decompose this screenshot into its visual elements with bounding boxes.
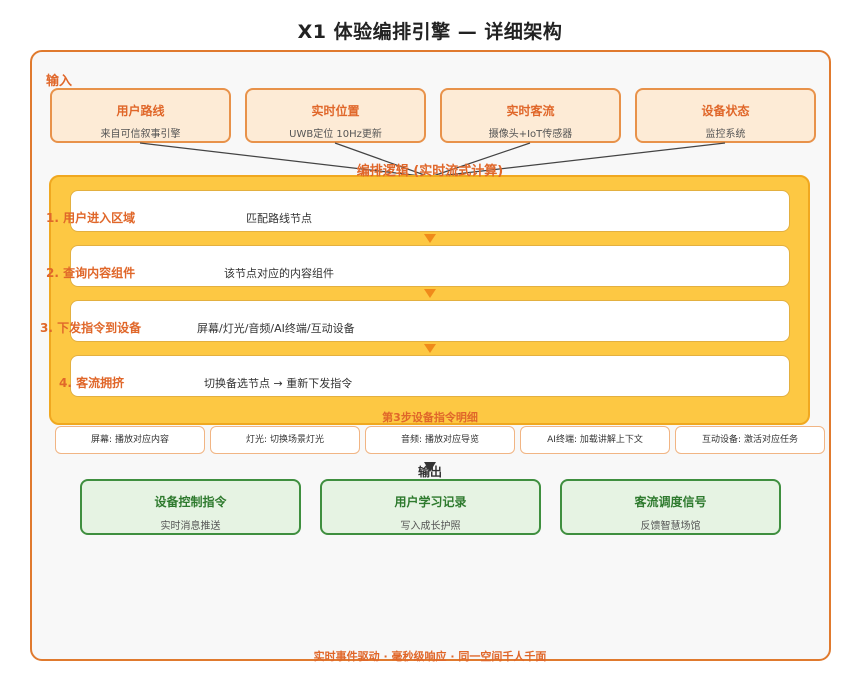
device-detail-interactive: 互动设备: 激活对应任务 xyxy=(675,426,825,454)
input-realtime-location: 实时位置 UWB定位 10Hz更新 xyxy=(245,88,426,143)
output-section-label: 输出 xyxy=(417,465,442,479)
step-description: 该节点对应的内容组件 xyxy=(224,267,334,280)
output-subtitle: 反馈智慧场馆 xyxy=(640,521,701,532)
input-title: 设备状态 xyxy=(701,104,750,118)
output-traffic-signal: 客流调度信号 反馈智慧场馆 xyxy=(560,479,781,535)
orchestration-title: 编排逻辑 (实时流式计算) xyxy=(356,164,504,179)
input-user-route: 用户路线 来自可信叙事引擎 xyxy=(50,88,231,143)
step-label: 4. 客流拥挤 xyxy=(59,376,125,390)
input-subtitle: 来自可信叙事引擎 xyxy=(100,129,181,140)
input-section-label: 输入 xyxy=(46,74,73,89)
output-title: 客流调度信号 xyxy=(634,495,707,509)
output-subtitle: 写入成长护照 xyxy=(400,521,461,532)
step-2-box xyxy=(70,245,790,287)
page-title: X1 体验编排引擎 — 详细架构 xyxy=(297,21,563,43)
output-arrow-icon xyxy=(424,462,436,472)
output-device-control: 设备控制指令 实时消息推送 xyxy=(80,479,301,535)
step-arrow-icon xyxy=(424,289,436,298)
input-title: 实时位置 xyxy=(311,104,360,118)
input-title: 实时客流 xyxy=(506,104,555,118)
input-subtitle: UWB定位 10Hz更新 xyxy=(289,129,382,140)
output-title: 用户学习记录 xyxy=(394,495,467,509)
step-description: 屏幕/灯光/音频/AI终端/互动设备 xyxy=(197,322,355,335)
step-label: 2. 查询内容组件 xyxy=(46,266,136,280)
device-detail-caption: 第3步设备指令明细 xyxy=(382,411,478,424)
device-detail-screen: 屏幕: 播放对应内容 xyxy=(55,426,205,454)
step-label: 3. 下发指令到设备 xyxy=(40,321,142,335)
input-realtime-traffic: 实时客流 摄像头+IoT传感器 xyxy=(440,88,621,143)
step-label: 1. 用户进入区域 xyxy=(46,211,136,225)
device-detail-lighting: 灯光: 切换场景灯光 xyxy=(210,426,360,454)
step-1-box xyxy=(70,190,790,232)
input-subtitle: 摄像头+IoT传感器 xyxy=(488,129,573,140)
output-title: 设备控制指令 xyxy=(154,495,227,509)
step-arrow-icon xyxy=(424,234,436,243)
device-detail-ai-terminal: AI终端: 加载讲解上下文 xyxy=(520,426,670,454)
step-3-box xyxy=(70,300,790,342)
footer-tagline: 实时事件驱动 · 毫秒级响应 · 同一空间千人千面 xyxy=(313,650,547,663)
step-4-box xyxy=(70,355,790,397)
input-device-status: 设备状态 监控系统 xyxy=(635,88,816,143)
step-description: 匹配路线节点 xyxy=(246,212,312,225)
device-detail-audio: 音频: 播放对应导览 xyxy=(365,426,515,454)
step-description: 切换备选节点 → 重新下发指令 xyxy=(204,377,353,390)
input-subtitle: 监控系统 xyxy=(705,129,746,140)
input-title: 用户路线 xyxy=(116,104,165,118)
output-subtitle: 实时消息推送 xyxy=(160,521,221,532)
output-learning-record: 用户学习记录 写入成长护照 xyxy=(320,479,541,535)
step-arrow-icon xyxy=(424,344,436,353)
